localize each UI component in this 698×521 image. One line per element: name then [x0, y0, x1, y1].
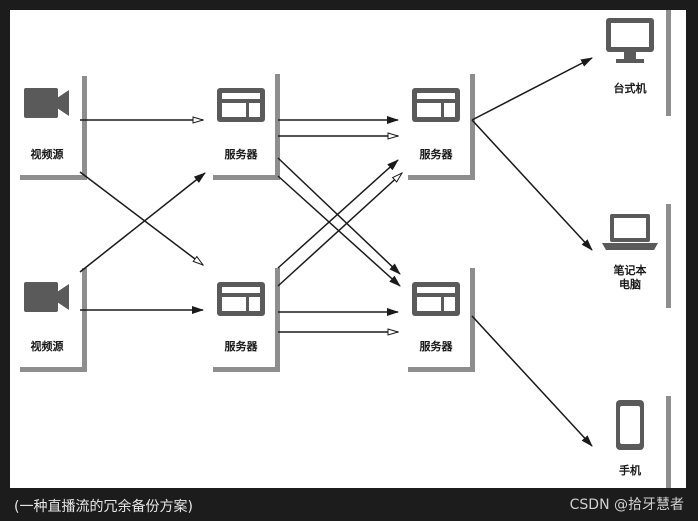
- node-label-desktop: 台式机: [613, 82, 647, 95]
- diagram-canvas: [24, 18, 658, 450]
- card-shadow: [213, 175, 280, 180]
- node-label-phone: 手机: [619, 464, 641, 477]
- server-icon: [217, 282, 265, 316]
- node-label-server-3: 服务器: [419, 148, 453, 161]
- video-camera-icon: [24, 88, 69, 118]
- card-shadow: [20, 367, 87, 372]
- edge-server3-laptop: [471, 119, 593, 251]
- card-shadow: [470, 74, 475, 180]
- server-icon: [217, 88, 265, 122]
- mobile-phone-icon: [616, 400, 644, 450]
- card-shadow: [275, 268, 280, 372]
- video-camera-icon: [24, 282, 69, 312]
- card-shadow: [82, 268, 87, 372]
- card-shadow: [408, 175, 475, 180]
- node-label-source-1: 视频源: [30, 148, 64, 161]
- watermark: CSDN @拾牙慧者: [569, 497, 684, 513]
- node-label-server-1: 服务器: [224, 148, 258, 161]
- edge-server3-desktop: [471, 57, 593, 121]
- edge-server1-server4-a: [277, 157, 401, 275]
- card-shadow: [213, 367, 280, 372]
- server-icon: [412, 282, 460, 316]
- node-label-server-2: 服务器: [224, 340, 258, 353]
- node-label-server-4: 服务器: [419, 340, 453, 353]
- edge-source2-server1: [79, 172, 206, 273]
- edge-source1-server2: [79, 171, 203, 265]
- server-icon: [412, 88, 460, 122]
- edge-server2-server3-b: [277, 173, 402, 287]
- diagram-frame: 视频源 视频源 服务器 服务器 服务器 服务器 台式机 笔记本 电脑 手机: [10, 10, 686, 488]
- card-shadow: [666, 396, 671, 488]
- figure-caption: (一种直播流的冗余备份方案): [14, 499, 193, 515]
- card-shadow: [408, 367, 475, 372]
- card-shadow: [82, 76, 87, 180]
- laptop-icon: [602, 214, 658, 250]
- edge-server4-phone: [471, 315, 593, 447]
- card-shadow: [275, 74, 280, 180]
- edge-server2-server3-a: [277, 159, 399, 269]
- desktop-monitor-icon: [606, 18, 654, 63]
- card-shadow: [666, 10, 671, 116]
- node-label-laptop: 笔记本 电脑: [613, 264, 647, 291]
- card-shadow: [470, 268, 475, 372]
- node-label-source-2: 视频源: [30, 340, 64, 353]
- card-shadow: [666, 204, 671, 308]
- card-shadow: [20, 175, 87, 180]
